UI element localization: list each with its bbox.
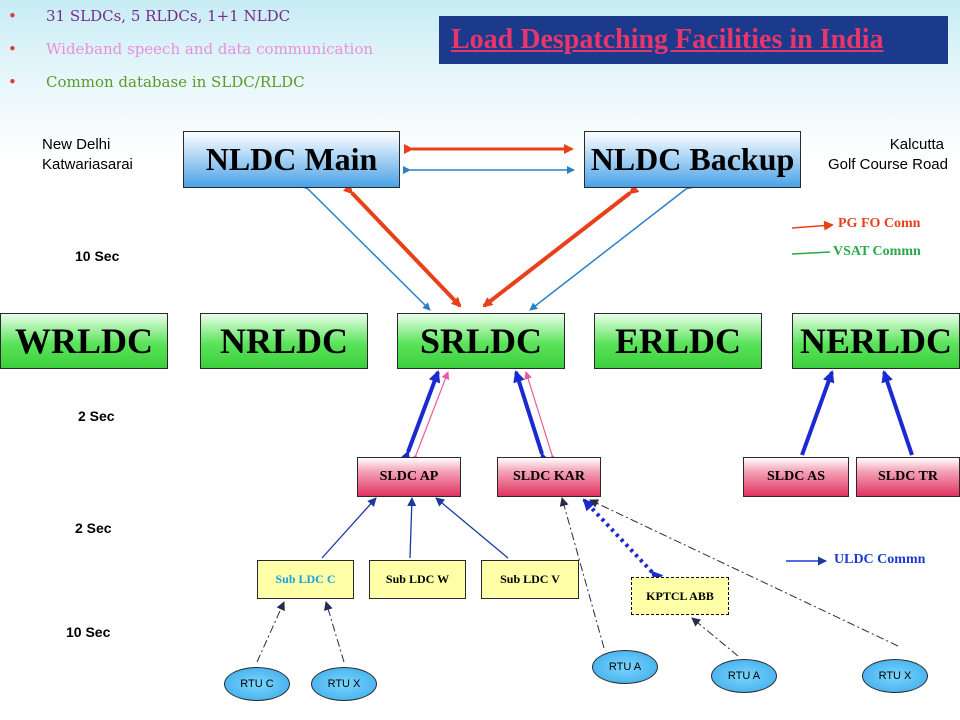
rtu-x-left[interactable]: RTU X — [311, 667, 377, 701]
bullet-item: • Wideband speech and data communication — [8, 37, 373, 70]
sldc-box-tr[interactable]: SLDC TR — [856, 457, 960, 497]
link-rtux-subc — [323, 601, 345, 663]
nldc-backup-box[interactable]: NLDC Backup — [584, 131, 801, 188]
rtu-a-right[interactable]: RTU A — [711, 659, 777, 693]
interval-sldc-sub: 2 Sec — [75, 520, 112, 536]
nldc-main-box[interactable]: NLDC Main — [183, 131, 400, 188]
link-kptcl-kar — [582, 498, 664, 584]
link-srldc-ap-pink — [409, 371, 450, 463]
rtu-label: RTU A — [727, 670, 761, 682]
link-srldc-kar-uldc — [513, 370, 551, 466]
sub-ldc-label: Sub LDC W — [385, 572, 450, 586]
legend-pg: PG FO Comn — [838, 216, 921, 231]
link-tr-nerldc — [881, 370, 914, 456]
delhi-line-2: Katwariasarai — [42, 156, 133, 173]
kolkata-label: Kalcutta Golf Course Road — [828, 135, 948, 175]
rldc-label: ERLDC — [614, 321, 742, 361]
link-main-srldc-vsat — [300, 181, 431, 311]
interval-nldc-rldc: 10 Sec — [75, 248, 120, 264]
bullet-text-3: Common database in SLDC/RLDC — [46, 73, 305, 91]
legend-uldc: ULDC Commn — [834, 552, 926, 567]
link-subc-ap — [321, 497, 377, 559]
kptcl-abb-box[interactable]: KPTCL ABB — [631, 577, 729, 615]
sldc-label: SLDC KAR — [513, 469, 585, 484]
rtu-c[interactable]: RTU C — [224, 667, 290, 701]
sldc-box-as[interactable]: SLDC AS — [743, 457, 849, 497]
link-subv-ap — [435, 497, 509, 559]
rtu-label: RTU X — [878, 670, 912, 682]
link-srldc-kar-pink — [524, 371, 558, 463]
rtu-a-left[interactable]: RTU A — [592, 650, 658, 684]
bullet-dot: • — [8, 7, 17, 25]
rldc-label: WRLDC — [14, 321, 153, 361]
bullet-list: • 31 SLDCs, 5 RLDCs, 1+1 NLDC • Wideband s… — [8, 4, 373, 103]
legend-pg-arrow — [791, 220, 834, 231]
page-title-text[interactable]: Load Despatching Facilities in India — [451, 24, 884, 55]
bullet-dot: • — [8, 40, 17, 58]
kptcl-abb-label: KPTCL ABB — [646, 588, 714, 603]
legend-vsat-arrow — [791, 251, 831, 255]
rldc-box-nrldc[interactable]: NRLDC — [200, 313, 368, 369]
interval-rldc-sldc: 2 Sec — [78, 408, 115, 424]
rldc-label: SRLDC — [419, 321, 543, 361]
delhi-line-1: New Delhi — [42, 136, 111, 153]
sldc-label: SLDC TR — [877, 469, 939, 484]
sldc-box-kar[interactable]: SLDC KAR — [497, 457, 601, 497]
legend-vsat: VSAT Commn — [833, 244, 921, 259]
rldc-label: NRLDC — [219, 321, 348, 361]
rtu-label: RTU X — [327, 678, 361, 690]
interval-sub-rtu: 10 Sec — [66, 624, 111, 640]
sub-ldc-box-w[interactable]: Sub LDC W — [369, 560, 466, 599]
link-backup-srldc-vsat — [529, 181, 694, 311]
rtu-label: RTU C — [240, 678, 274, 690]
sub-ldc-box-v[interactable]: Sub LDC V — [481, 560, 579, 599]
link-srldc-ap-uldc — [398, 370, 441, 464]
link-rtux-kar — [589, 499, 899, 647]
sub-ldc-box-c[interactable]: Sub LDC C — [257, 560, 354, 599]
sldc-box-ap[interactable]: SLDC AP — [357, 457, 461, 497]
rldc-box-erldc[interactable]: ERLDC — [594, 313, 762, 369]
page-title: Load Despatching Facilities in India — [439, 16, 948, 64]
kolkata-line-1: Kalcutta — [889, 136, 944, 153]
rtu-x-right[interactable]: RTU X — [862, 659, 928, 693]
link-subw-ap — [407, 497, 417, 559]
nldc-main-label: NLDC Main — [205, 141, 378, 177]
bullet-item: • 31 SLDCs, 5 RLDCs, 1+1 NLDC — [8, 4, 373, 37]
link-rtua-kar — [559, 497, 605, 649]
kolkata-line-2: Golf Course Road — [827, 156, 948, 173]
rldc-box-srldc[interactable]: SRLDC — [397, 313, 565, 369]
link-rtuc-subc — [256, 601, 285, 663]
rldc-box-nerldc[interactable]: NERLDC — [792, 313, 960, 369]
rldc-box-wrldc[interactable]: WRLDC — [0, 313, 168, 369]
bullet-text-1: 31 SLDCs, 5 RLDCs, 1+1 NLDC — [46, 7, 291, 25]
sldc-label: SLDC AS — [767, 469, 825, 484]
sldc-label: SLDC AP — [379, 469, 439, 484]
bullet-text-2: Wideband speech and data communication — [46, 40, 374, 58]
link-rtua-kptcl — [691, 617, 739, 657]
nldc-backup-label: NLDC Backup — [590, 141, 795, 177]
bullet-dot: • — [8, 73, 17, 91]
sub-ldc-label: Sub LDC V — [500, 572, 560, 586]
rtu-label: RTU A — [608, 661, 642, 673]
bullet-item: • Common database in SLDC/RLDC — [8, 70, 373, 103]
link-as-nerldc — [800, 370, 835, 456]
sub-ldc-label: Sub LDC C — [275, 572, 336, 586]
rldc-label: NERLDC — [799, 321, 952, 361]
delhi-label: New Delhi Katwariasarai — [42, 135, 133, 175]
